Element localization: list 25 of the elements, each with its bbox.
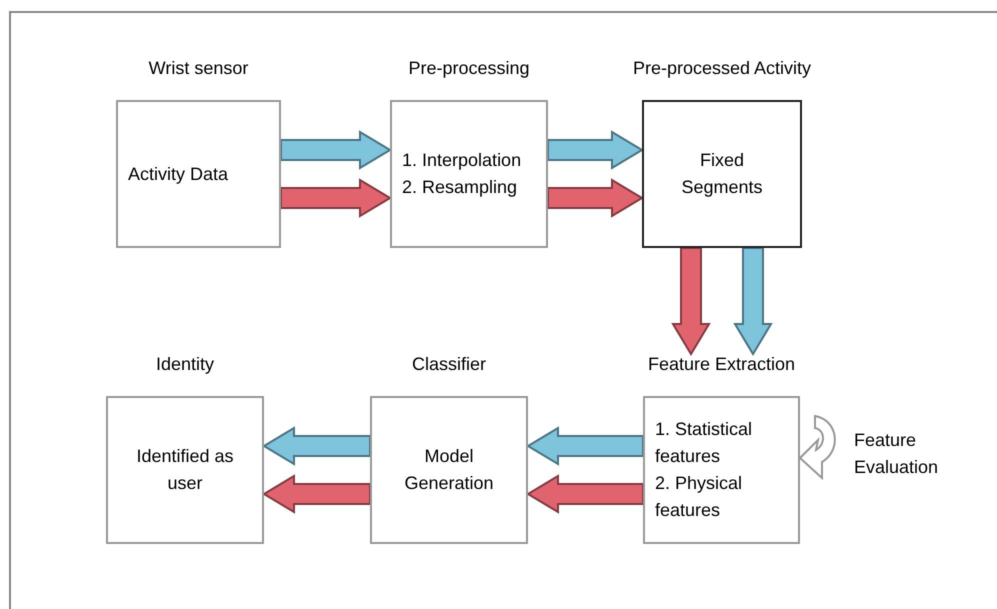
stage-heading: Pre-processed Activity: [632, 58, 812, 79]
box-text: Fixed Segments: [680, 149, 764, 199]
box-text: 1. Interpolation: [401, 149, 522, 172]
block-arrow: [526, 474, 644, 514]
box-text: 1. Statistical features: [654, 418, 754, 468]
block-arrow: [547, 178, 644, 218]
block-arrow: [262, 426, 371, 466]
block-arrow: [526, 426, 644, 466]
side-note: Feature Evaluation: [854, 429, 940, 479]
box-text: Model Generation: [403, 445, 495, 495]
stage-heading: Identity: [156, 354, 214, 375]
block-arrow: [262, 474, 371, 514]
block-arrow: [280, 178, 392, 218]
stage-heading: Wrist sensor: [148, 58, 248, 79]
block-arrow: [733, 247, 773, 356]
block-arrow: [280, 130, 392, 170]
stage-heading: Feature Extraction: [648, 354, 796, 375]
stage-heading: Pre-processing: [408, 58, 530, 79]
box-text: 2. Physical features: [654, 472, 744, 522]
block-arrow: [547, 130, 644, 170]
stage-heading: Classifier: [412, 354, 486, 375]
box-text: 2. Resampling: [401, 176, 518, 199]
box-text: Identified as user: [135, 445, 235, 495]
block-arrow: [671, 247, 711, 356]
box-text: Activity Data: [127, 162, 230, 186]
